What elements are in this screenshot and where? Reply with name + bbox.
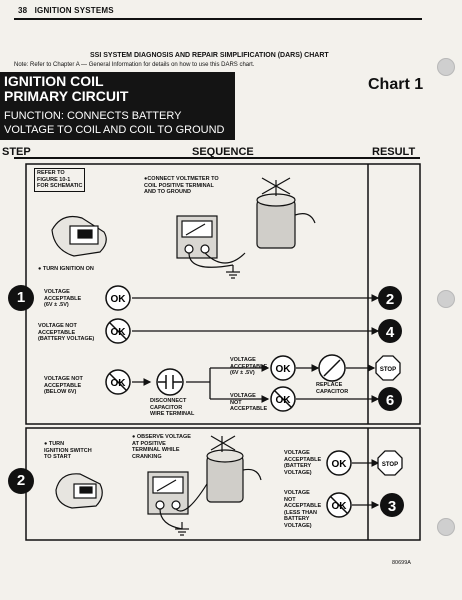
part-number: 80699A — [392, 560, 411, 566]
ok-label: OK — [276, 364, 292, 375]
column-result: RESULT — [372, 146, 416, 158]
voltage-acceptable-2: VOLTAGE ACCEPTABLE (6V ± .5V) — [230, 357, 268, 376]
binder-hole — [437, 518, 455, 536]
section-1-box — [25, 163, 421, 425]
result-circle — [378, 286, 402, 310]
not-ok-circle — [105, 369, 131, 395]
result-circle — [378, 387, 402, 411]
binder-hole — [437, 290, 455, 308]
ok-label: OK — [111, 378, 127, 389]
title-block: IGNITION COIL PRIMARY CIRCUIT FUNCTION: … — [0, 72, 235, 140]
ground-symbol — [175, 522, 189, 536]
chart-title: SSI SYSTEM DIAGNOSIS AND REPAIR SIMPLIFI… — [90, 52, 329, 59]
replace-capacitor: REPLACE CAPACITOR — [316, 382, 349, 395]
voltage-not-acceptable-low: VOLTAGE NOT ACCEPTABLE (BELOW 6V) — [44, 376, 83, 395]
step-circle-1: 1 — [8, 285, 34, 311]
connect-instruction: ●CONNECT VOLTMETER TO COIL POSITIVE TERM… — [144, 176, 219, 195]
result-number: 2 — [386, 291, 394, 308]
disconnect-capacitor: DISCONNECT CAPACITOR WIRE TERMINAL — [150, 398, 195, 417]
turn-ignition-on: ● TURN IGNITION ON — [38, 266, 94, 272]
not-ok-circle — [105, 318, 131, 344]
function-line-2: VOLTAGE TO COIL AND COIL TO GROUND — [4, 124, 225, 136]
voltmeter-illustration — [147, 471, 211, 530]
ignition-switch-illustration — [55, 473, 103, 509]
title-line-1: IGNITION COIL — [4, 73, 104, 89]
page-number: 38 — [18, 6, 28, 15]
page-section: IGNITION SYSTEMS — [34, 6, 114, 15]
step-circle-2: 2 — [8, 468, 34, 494]
note-text: Note: Refer to Chapter A — General Infor… — [14, 62, 255, 68]
voltmeter-illustration — [176, 215, 246, 268]
ignition-coil-illustration — [256, 177, 316, 249]
result-circle — [378, 319, 402, 343]
stop-sign — [375, 355, 401, 381]
function-line-1: FUNCTION: CONNECTS BATTERY — [4, 110, 182, 122]
stop-label: STOP — [380, 367, 396, 373]
ok-label: OK — [111, 327, 127, 338]
page-header: 38 IGNITION SYSTEMS — [18, 6, 114, 15]
voltage-acceptable-battery: VOLTAGE ACCEPTABLE (BATTERY VOLTAGE) — [284, 450, 322, 476]
ok-circle — [270, 355, 296, 381]
ok-label: OK — [111, 294, 127, 305]
disconnect-circle — [156, 368, 184, 396]
ok-circle — [105, 285, 131, 311]
ok-label: OK — [276, 395, 292, 406]
stop-sign — [377, 450, 403, 476]
ignition-coil-illustration — [206, 435, 262, 503]
voltage-not-acceptable-high: VOLTAGE NOT ACCEPTABLE (BATTERY VOLTAGE) — [38, 323, 95, 342]
ok-label: OK — [332, 501, 348, 512]
binder-hole — [437, 58, 455, 76]
not-ok-circle — [326, 492, 352, 518]
ground-symbol — [226, 265, 240, 279]
observe-voltage: ● OBSERVE VOLTAGE AT POSITIVE TERMINAL W… — [132, 434, 191, 460]
title-line-2: PRIMARY CIRCUIT — [4, 88, 129, 104]
header-rule — [14, 18, 422, 20]
turn-ignition-start: ● TURN IGNITION SWITCH TO START — [44, 441, 92, 460]
result-number: 4 — [386, 324, 395, 341]
voltage-acceptable: VOLTAGE ACCEPTABLE (6V ± .5V) — [44, 289, 82, 308]
refer-note: REFER TO FIGURE 10-1 FOR SCHEMATIC — [34, 168, 86, 192]
ignition-switch-illustration — [51, 215, 107, 257]
ok-circle — [326, 450, 352, 476]
voltage-not-acceptable-2: VOLTAGE NOT ACCEPTABLE — [230, 393, 268, 412]
voltage-not-acceptable-battery: VOLTAGE NOT ACCEPTABLE (LESS THAN BATTER… — [284, 490, 322, 529]
ok-label: OK — [332, 459, 348, 470]
column-sequence: SEQUENCE — [192, 146, 254, 158]
chart-number: Chart 1 — [368, 76, 424, 93]
stop-label: STOP — [382, 462, 398, 468]
column-step: STEP — [2, 146, 31, 158]
result-circle — [380, 493, 404, 517]
result-number: 3 — [388, 498, 396, 515]
result-number: 6 — [386, 392, 394, 409]
not-ok-circle — [270, 386, 296, 412]
capacitor-replace-circle — [318, 354, 346, 382]
